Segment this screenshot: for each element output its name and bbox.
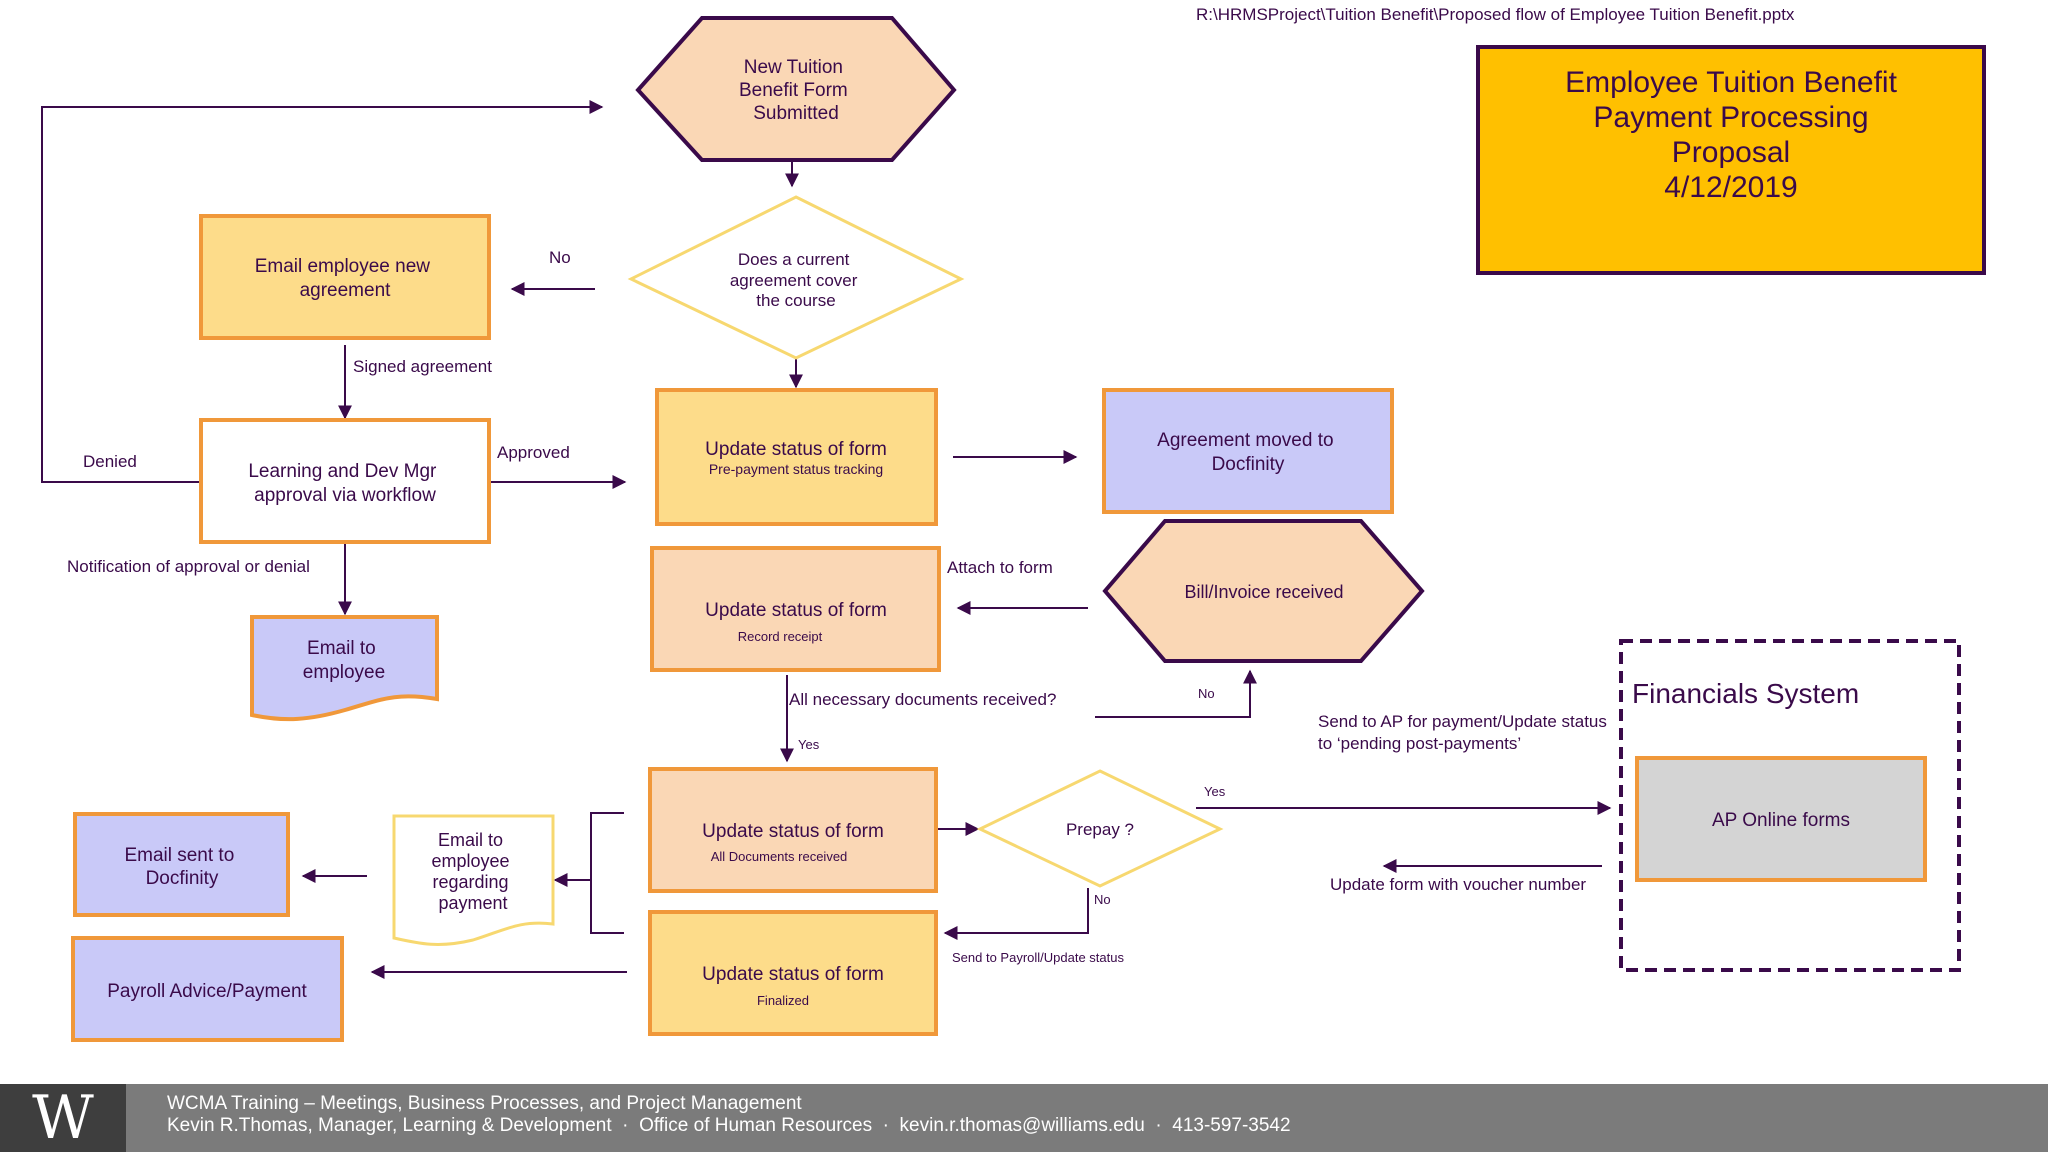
email-to-employee-line-2: employee: [303, 662, 385, 683]
title-date: 4/12/2019: [1664, 171, 1798, 204]
update-record-receipt-sub: Record receipt: [738, 629, 823, 644]
label-update-voucher: Update form with voucher number: [1330, 875, 1586, 894]
node-update-all-docs: Update status of form All Documents rece…: [648, 767, 938, 893]
williams-logo: W: [0, 1084, 126, 1152]
label-send-to-ap-1: Send to AP for payment/Update status: [1318, 712, 1607, 731]
bill-invoice-text: Bill/Invoice received: [1184, 582, 1343, 602]
email-to-employee-line-1: Email to: [307, 638, 376, 659]
update-all-docs-title: Update status of form: [702, 821, 884, 842]
svg-text:Email sent to Docfinity: Email sent to Docfinity: [124, 845, 239, 889]
flowchart: New Tuition Benefit Form Submitted Does …: [41, 16, 1961, 1042]
svg-text:New Tuition Benefit Form: New Tuition Benefit Form Submitted: [739, 57, 853, 124]
title-line-2: Payment Processing: [1593, 101, 1869, 134]
footer-line-1: WCMA Training – Meetings, Business Proce…: [167, 1093, 802, 1114]
financials-system-title: Financials System: [1632, 678, 1859, 709]
node-email-regarding-payment: Email to employee regarding payment: [392, 814, 555, 946]
node-update-prepayment: Update status of form Pre-payment status…: [655, 388, 938, 526]
svg-text:Learning and Dev Mgr app: Learning and Dev Mgr approval via workfl…: [248, 461, 441, 506]
email-payment-line-4: payment: [438, 893, 507, 913]
label-notification: Notification of approval or denial: [67, 557, 310, 576]
loop-denied-to-start: [41, 100, 604, 483]
update-prepayment-title: Update status of form: [705, 439, 887, 460]
ap-online-forms-text: AP Online forms: [1712, 810, 1850, 831]
ld-approval-line-2: approval via workflow: [254, 485, 436, 506]
title-box: Employee Tuition Benefit Payment Process…: [1476, 45, 1986, 275]
label-send-to-payroll: Send to Payroll/Update status: [952, 950, 1124, 965]
email-new-agreement-line-1: Email employee new: [255, 256, 431, 277]
label-all-docs-received: All necessary documents received?: [789, 690, 1056, 709]
new-form-line-2: Benefit Form: [739, 80, 848, 101]
node-email-to-employee: Email to employee: [250, 615, 439, 722]
prepay-text: Prepay ?: [1066, 820, 1134, 839]
node-update-finalized: Update status of form Finalized: [648, 910, 938, 1036]
bracket-to-email-payment: [590, 812, 624, 934]
node-agreement-docfinity: Agreement moved to Docfinity: [1102, 388, 1394, 514]
label-yes-1: Yes: [798, 737, 820, 752]
update-finalized-title: Update status of form: [702, 964, 884, 985]
decision-line-2: agreement cover: [730, 271, 858, 290]
footer-line-2: Kevin R.Thomas, Manager, Learning & Deve…: [167, 1115, 1291, 1136]
node-new-form: New Tuition Benefit Form Submitted: [635, 16, 957, 162]
ld-approval-line-1: Learning and Dev Mgr: [248, 461, 437, 482]
email-new-agreement-line-2: agreement: [300, 280, 392, 301]
label-denied: Denied: [83, 452, 137, 471]
label-no-2: No: [1198, 686, 1215, 701]
decision-line-3: the course: [756, 291, 835, 310]
node-current-agreement-decision: Does a current agreement cover the cours…: [627, 195, 965, 360]
new-form-line-3: Submitted: [753, 103, 839, 124]
label-no-1: No: [549, 248, 571, 267]
update-all-docs-sub: All Documents received: [711, 849, 848, 864]
payroll-advice-text: Payroll Advice/Payment: [107, 981, 307, 1002]
node-ap-online-forms: AP Online forms: [1635, 756, 1927, 882]
title-line-3: Proposal: [1671, 136, 1791, 169]
svg-text:Email to employee: Email to employee regarding payment: [431, 830, 514, 913]
agreement-docfinity-line-2: Docfinity: [1212, 454, 1285, 475]
agreement-docfinity-line-1: Agreement moved to: [1157, 430, 1333, 451]
edge-prepay-no: [943, 888, 1089, 940]
svg-text:Does a current agreement: Does a current agreement cover the cours…: [730, 250, 862, 310]
node-ld-mgr-approval: Learning and Dev Mgr approval via workfl…: [199, 418, 491, 544]
edge-labels: No Signed agreement Denied Approved Noti…: [67, 248, 1607, 965]
title-line-1: Employee Tuition Benefit: [1565, 66, 1897, 99]
svg-text:Email to employee: Email to employee: [303, 638, 385, 683]
update-prepayment-sub: Pre-payment status tracking: [709, 461, 883, 477]
node-bill-invoice: Bill/Invoice received: [1102, 519, 1425, 663]
svg-text:Email employee new agree: Email employee new agreement: [255, 256, 436, 301]
label-attach-to-form: Attach to form: [947, 558, 1053, 577]
decision-line-1: Does a current: [738, 250, 850, 269]
edge-all-docs-no: [1095, 669, 1257, 718]
node-update-record-receipt: Update status of form Record receipt: [650, 546, 941, 672]
label-no-3: No: [1094, 892, 1111, 907]
update-finalized-sub: Finalized: [757, 993, 809, 1008]
node-prepay-decision: Prepay ?: [976, 769, 1224, 888]
label-send-to-ap-2: to ‘pending post-payments’: [1318, 734, 1521, 753]
node-payroll-advice: Payroll Advice/Payment: [71, 936, 344, 1042]
email-payment-line-2: employee: [431, 851, 509, 871]
node-email-sent-docfinity: Email sent to Docfinity: [73, 812, 290, 917]
label-yes-2: Yes: [1204, 784, 1226, 799]
email-payment-line-3: regarding: [432, 872, 508, 892]
label-signed-agreement: Signed agreement: [353, 357, 492, 376]
footer-bar: W WCMA Training – Meetings, Business Pro…: [0, 1084, 2048, 1152]
email-payment-line-1: Email to: [438, 830, 503, 850]
email-docfinity-line-2: Docfinity: [146, 868, 219, 889]
node-email-new-agreement: Email employee new agreement: [199, 214, 491, 340]
connectors: [41, 100, 1612, 979]
email-docfinity-line-1: Email sent to: [124, 845, 234, 866]
svg-text:Agreement moved to Docfi: Agreement moved to Docfinity: [1157, 430, 1339, 475]
new-form-line-1: New Tuition: [744, 57, 843, 78]
label-approved: Approved: [497, 443, 570, 462]
file-path: R:\HRMSProject\Tuition Benefit\Proposed …: [1196, 5, 1795, 24]
financials-system-container: Financials System: [1619, 639, 1961, 972]
update-record-receipt-title: Update status of form: [705, 600, 887, 621]
